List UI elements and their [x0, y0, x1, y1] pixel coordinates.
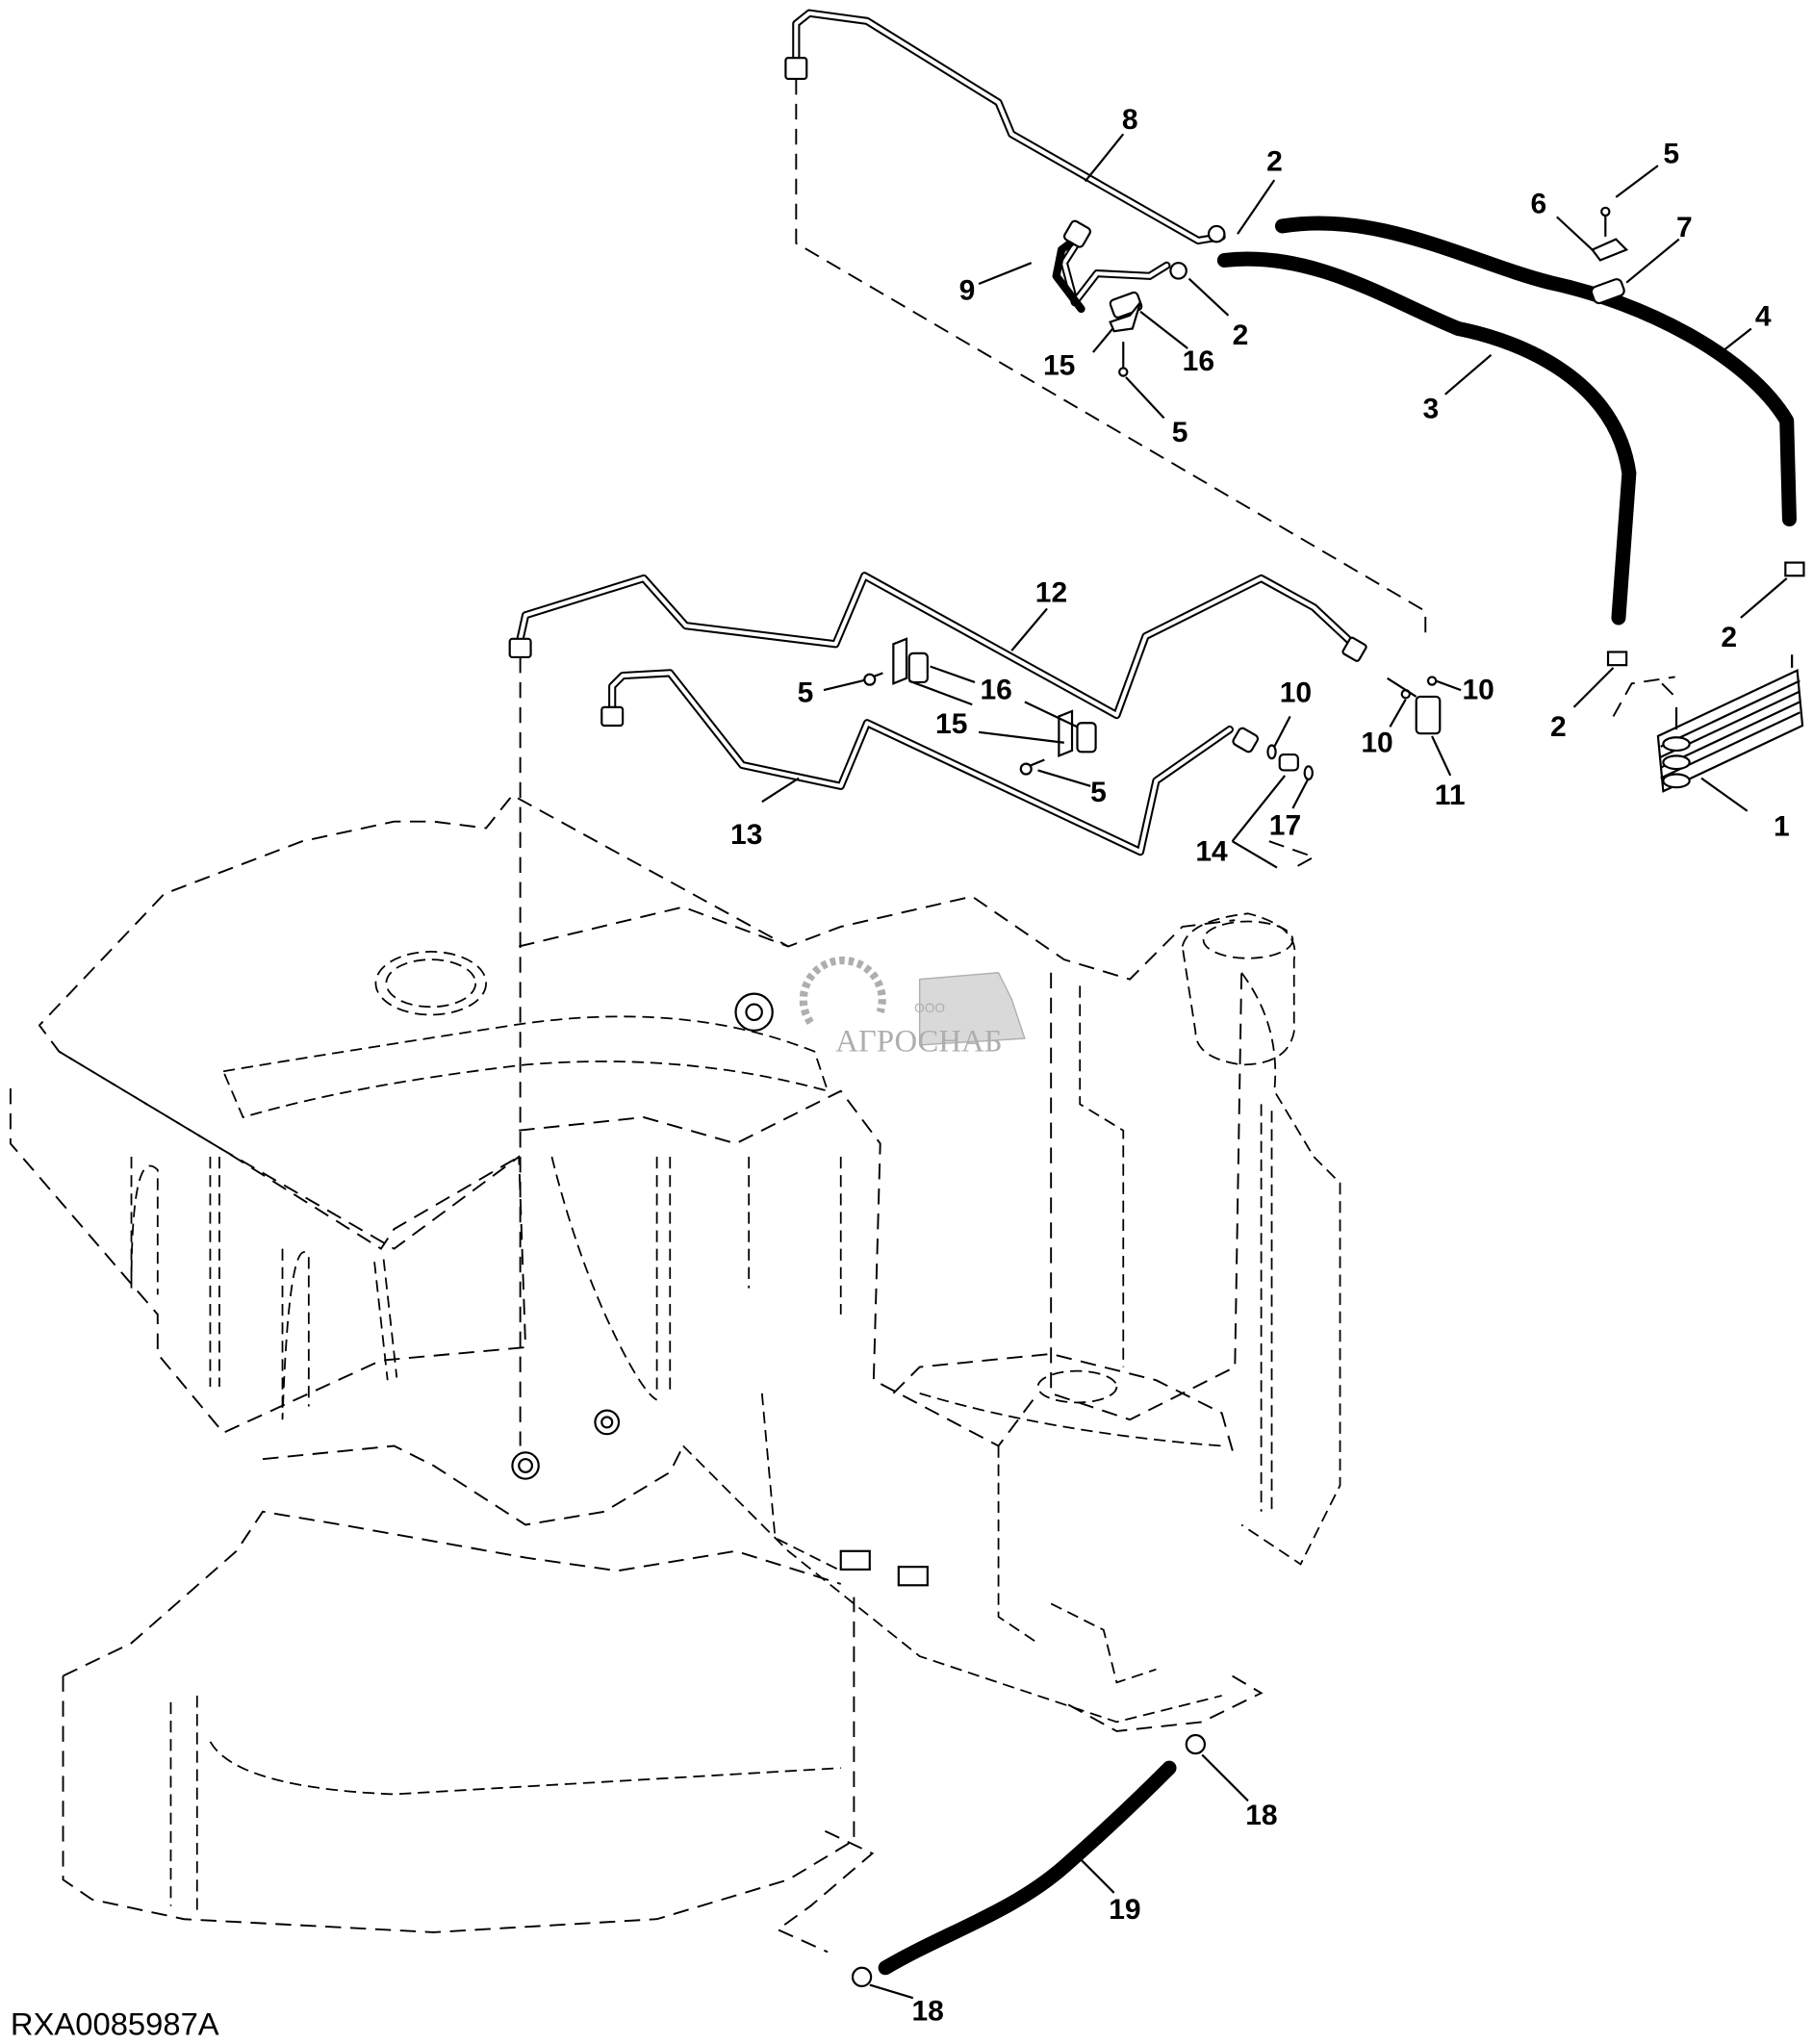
callout-10: 10: [1361, 727, 1392, 758]
tank-fittings: [511, 992, 929, 1587]
clamp-6-7: [1590, 206, 1629, 305]
oil-cooler: [1656, 654, 1804, 793]
callout-5: 5: [1663, 138, 1679, 169]
callout-16: 16: [1183, 345, 1214, 377]
callout-leaders: [761, 133, 1788, 2000]
callout-2: 2: [1550, 711, 1567, 743]
callout-9: 9: [959, 274, 976, 306]
callout-4: 4: [1755, 301, 1772, 333]
fuel-tank-phantom: [9, 794, 1341, 1933]
callout-16: 16: [980, 675, 1011, 706]
callout-3: 3: [1423, 393, 1440, 424]
callout-1: 1: [1774, 811, 1790, 843]
callout-12: 12: [1035, 577, 1067, 609]
callout-11: 11: [1435, 779, 1466, 811]
hose-4: [1274, 216, 1797, 527]
callout-10: 10: [1280, 677, 1312, 708]
callout-7: 7: [1676, 212, 1693, 243]
assembly-guide-lines: [519, 78, 1676, 1954]
callout-2: 2: [1721, 622, 1737, 653]
callout-18: 18: [911, 1995, 943, 2027]
callout-5: 5: [1172, 417, 1188, 448]
callout-13: 13: [730, 819, 762, 851]
callout-2: 2: [1266, 146, 1283, 178]
watermark-prefix: ООО: [914, 1001, 945, 1015]
figure-id: RXA0085987A: [11, 2006, 219, 2041]
callout-8: 8: [1122, 104, 1138, 136]
callout-17: 17: [1269, 809, 1301, 841]
callout-5: 5: [1090, 777, 1107, 808]
callout-2: 2: [1233, 319, 1249, 351]
callout-14: 14: [1195, 836, 1228, 868]
clamps-15-16-middle: [861, 637, 1097, 776]
line-12: [508, 572, 1367, 720]
line-8: [784, 9, 1226, 245]
callout-10: 10: [1462, 675, 1494, 706]
clamp-15-16-upper: [1109, 291, 1143, 377]
callout-labels: 1 2 2 2 2 3 4 5 5 5 5 6 7 8 9 10 10 10 1…: [730, 104, 1790, 2028]
watermark-name: АГРОСНАБ: [835, 1025, 1002, 1060]
hose-3: [1216, 251, 1637, 626]
callout-15: 15: [1043, 349, 1075, 381]
callout-15: 15: [935, 708, 967, 740]
callout-18: 18: [1245, 1800, 1277, 1831]
line-9: [1052, 219, 1171, 314]
hose-clamps-2: [1169, 224, 1805, 667]
line-13: [600, 669, 1260, 856]
fittings-10-11-14-17: [1266, 676, 1442, 781]
callout-5: 5: [798, 677, 814, 708]
callout-6: 6: [1530, 188, 1546, 219]
hose-19: [851, 1733, 1206, 1987]
callout-19: 19: [1109, 1894, 1140, 1926]
watermark: ООО АГРОСНАБ: [799, 956, 1026, 1060]
